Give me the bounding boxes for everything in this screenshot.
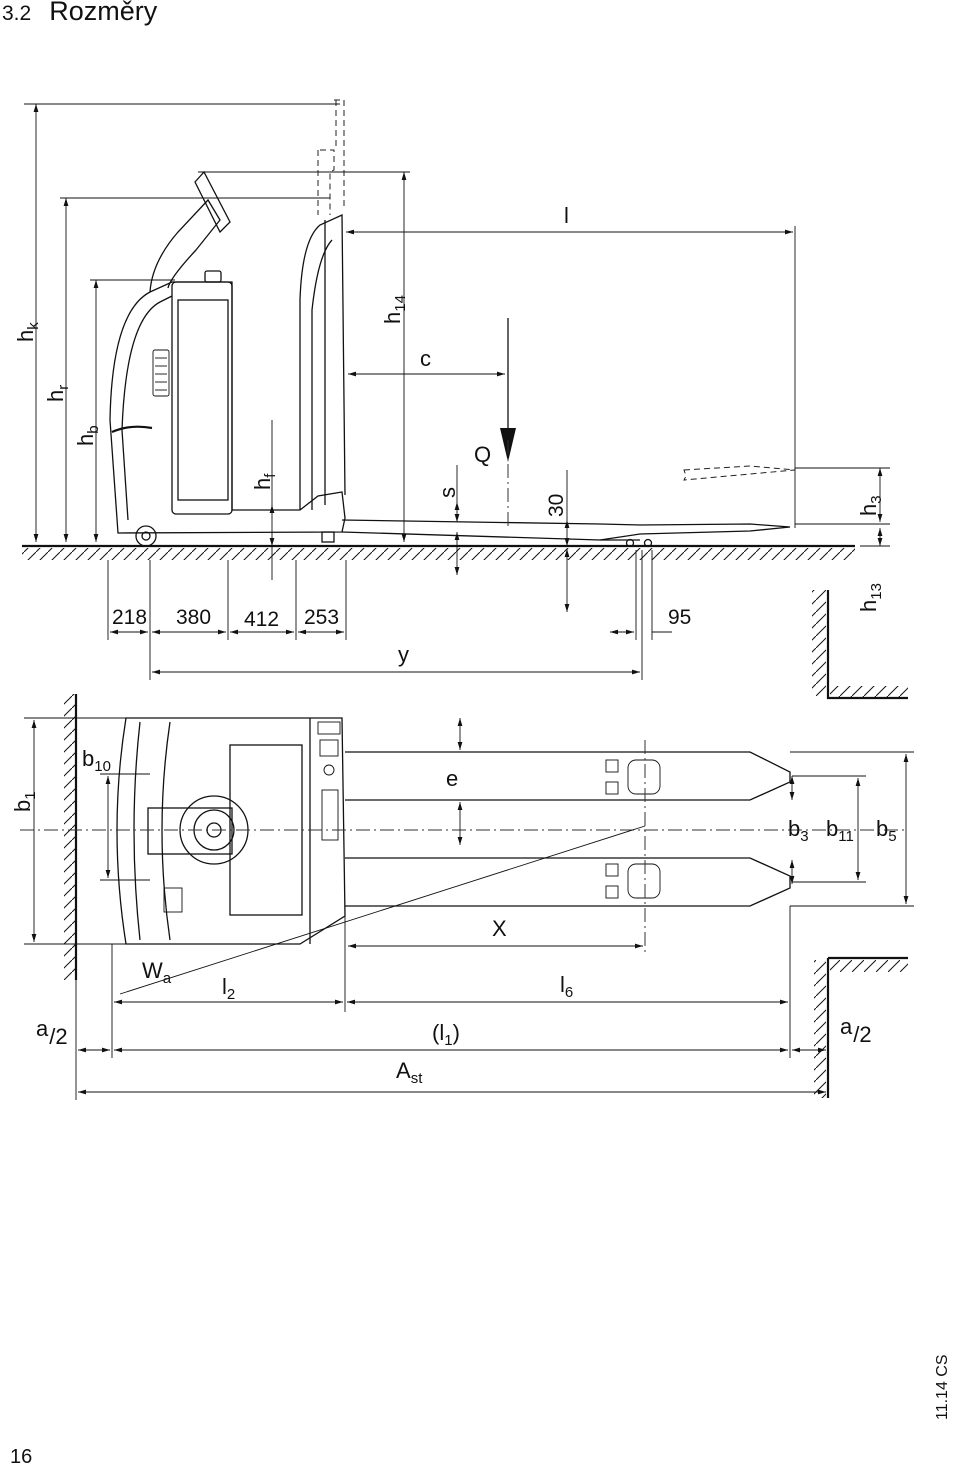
a2-left-label: a/2 (36, 1016, 68, 1049)
b10-label: b10 (82, 746, 111, 775)
h14-label: h14 (380, 295, 409, 324)
l2-label: l2 (222, 974, 235, 1003)
a2-right-label: a/2 (840, 1014, 872, 1047)
vent-grille (152, 349, 170, 397)
side-view: hk hr hb hf h14 l c Q s 30 (13, 99, 908, 700)
fork-lower (345, 857, 791, 907)
d380-label: 380 (176, 606, 211, 629)
wa-label: Wa (142, 958, 172, 987)
d412-label: 412 (244, 608, 279, 631)
fork-upper (345, 751, 791, 801)
y-label: y (398, 642, 409, 667)
raised-mast-outline (334, 99, 345, 210)
floor-hatch (22, 548, 855, 560)
truck-side-body (109, 170, 791, 548)
h13-label: h13 (856, 583, 885, 612)
section-title: Rozměry (49, 0, 158, 26)
hb-label: hb (73, 425, 102, 446)
turning-radius-line (119, 825, 646, 995)
b11-label: b11 (826, 816, 854, 845)
ast-label: Ast (396, 1058, 423, 1087)
b1-label: b1 (10, 791, 39, 812)
l6-label: l6 (560, 972, 573, 1001)
d30-label: 30 (545, 494, 568, 517)
right-wall (826, 956, 908, 1098)
b3-label: b3 (788, 816, 809, 845)
h3-label: h3 (856, 495, 885, 516)
raised-fork-outline (683, 465, 796, 481)
raised-tiller-outline (317, 149, 335, 215)
x-label: X (492, 916, 507, 941)
l-label: l (564, 203, 569, 228)
d253-label: 253 (304, 606, 339, 629)
s-label: s (435, 487, 460, 498)
page-number: 16 (10, 1446, 33, 1468)
hf-label: hf (250, 473, 279, 490)
e-label: e (446, 766, 458, 791)
section-heading: 3.2 Rozměry (2, 0, 157, 27)
section-number: 3.2 (2, 2, 32, 25)
d95-label: 95 (668, 606, 691, 629)
hr-label: hr (43, 385, 72, 402)
l1-label: (l1) (432, 1020, 460, 1049)
d218-label: 218 (112, 606, 147, 629)
truck-top-body (116, 717, 346, 945)
c-label: c (420, 346, 431, 371)
hk-label: hk (13, 322, 42, 342)
q-label: Q (474, 442, 491, 467)
top-view: b1 b10 e b3 b11 b5 X Wa l (10, 694, 914, 1100)
b5-label: b5 (876, 816, 897, 845)
